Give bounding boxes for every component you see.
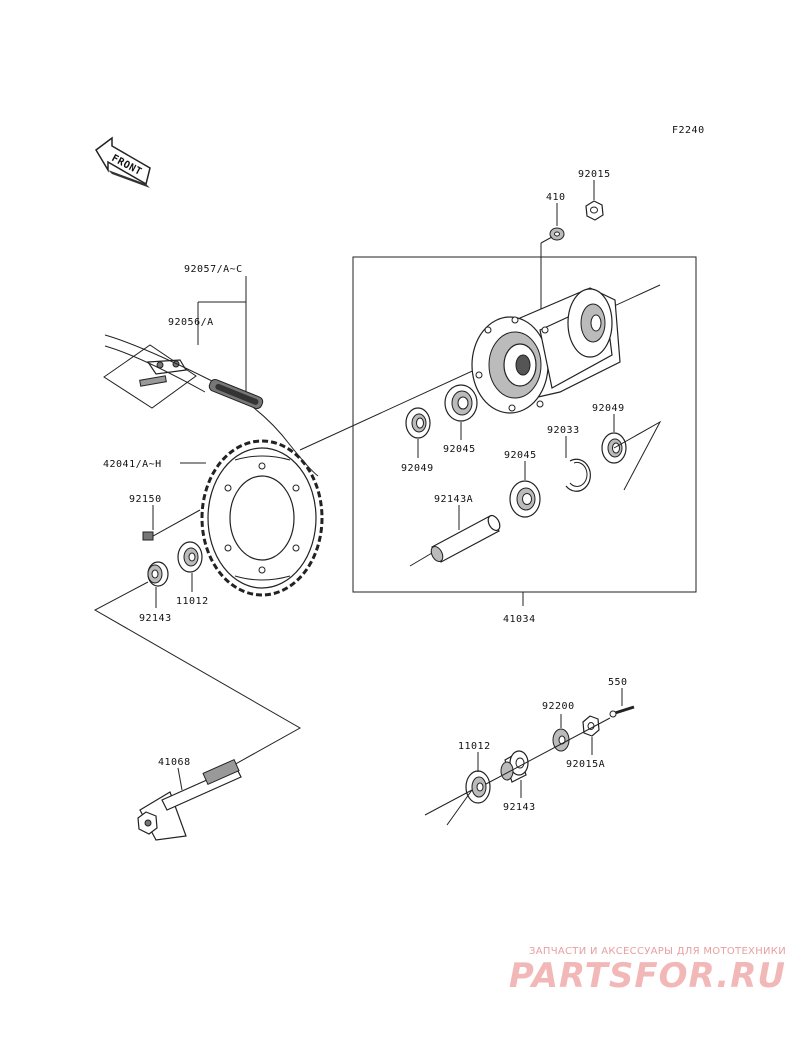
part-92045-bearing-mid [509,480,541,518]
front-arrow-icon: FRONT [95,136,151,188]
watermark-logo: PARTSFOR.RU [508,956,786,996]
label-92200: 92200 [542,701,575,712]
label-92056: 92056/A [168,317,214,328]
part-41034-hub [471,287,621,414]
label-92143-right: 92143 [503,802,536,813]
label-92015: 92015 [578,169,611,180]
part-92045-bearing-left [444,384,478,422]
label-410: 410 [546,192,566,203]
part-410-washer [549,227,565,241]
part-11012-seal-left [177,541,203,573]
part-92015A-castle-nut [582,715,600,737]
label-92143-left: 92143 [139,613,172,624]
part-41068-rear-axle [137,758,242,841]
watermark: ЗАПЧАСТИ И АКСЕССУАРЫ ДЛЯ МОТОТЕХНИКИ PA… [476,946,786,995]
hub-assembly-box [352,256,697,593]
label-42041: 42041/A~H [103,459,162,470]
part-42041-rear-sprocket [200,439,324,597]
part-92033-circlip [565,458,591,492]
axle-lead-line [93,581,302,796]
part-92049-seal-left [405,407,431,439]
label-92143A: 92143A [434,494,473,505]
label-92057: 92057/A~C [184,264,243,275]
label-11012-right: 11012 [458,741,491,752]
lower-axle-line [424,789,473,826]
label-41068: 41068 [158,757,191,768]
label-41034: 41034 [503,614,536,625]
label-92033: 92033 [547,425,580,436]
part-92143A-spacer [430,514,501,563]
watermark-caption: ЗАПЧАСТИ И АКСЕССУАРЫ ДЛЯ МОТОТЕХНИКИ [529,946,786,957]
part-550-cotter-pin [609,705,635,718]
part-92015-nut [585,200,604,221]
label-92049-right: 92049 [592,403,625,414]
part-92056-chain-joint-kit [103,344,197,409]
figure-code: F2240 [672,125,705,136]
label-92150: 92150 [129,494,162,505]
label-550: 550 [608,677,628,688]
part-92143-collar-right [500,750,529,783]
part-11012-seal-right [465,770,491,804]
label-11012-left: 11012 [176,596,209,607]
part-92200-washer [552,728,570,752]
part-92143-collar-left [147,561,169,587]
part-92057-drive-chain [208,378,264,410]
label-92045-mid: 92045 [504,450,537,461]
label-92015A: 92015A [566,759,605,770]
label-92049-left: 92049 [401,463,434,474]
label-92045-left: 92045 [443,444,476,455]
part-92150-bolt [142,509,201,541]
